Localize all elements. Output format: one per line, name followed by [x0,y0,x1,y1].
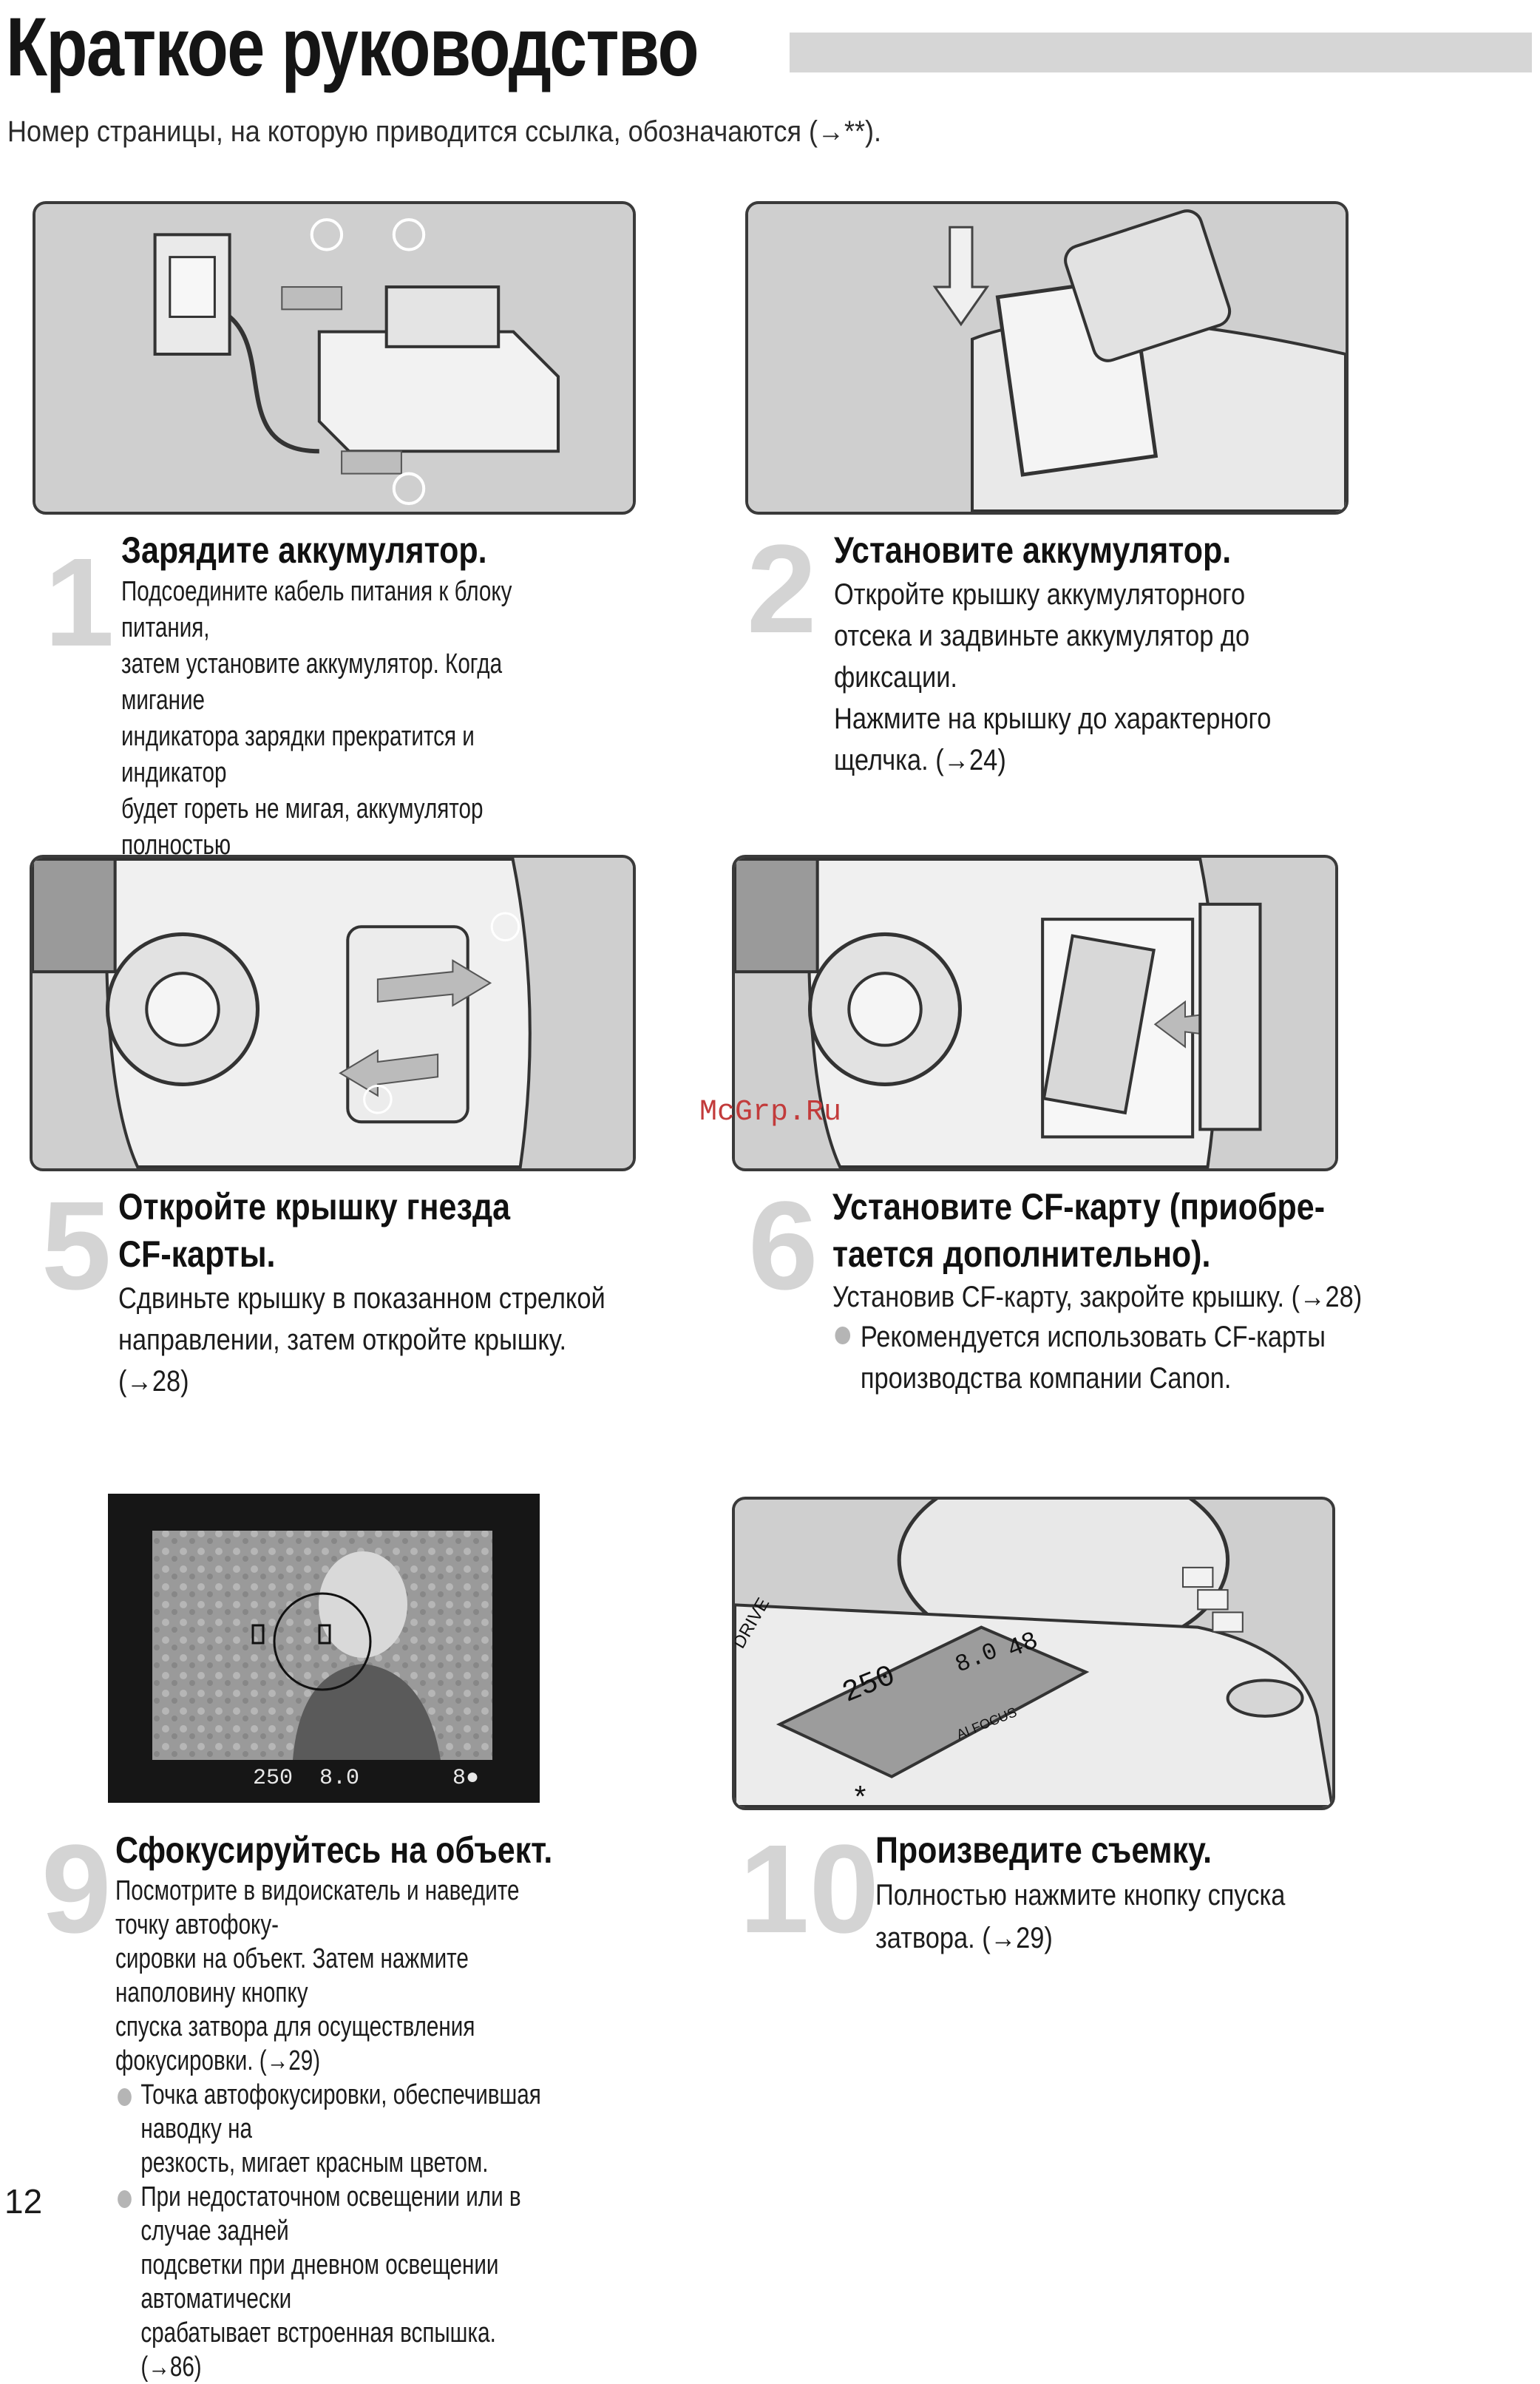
battery-insert-illustration [745,201,1349,515]
step-10-body: Полностью нажмите кнопку спуска затвора.… [875,1879,1286,1954]
step-number-6: 6 [748,1176,818,1316]
step-6-body: Установив CF-карту, закройте крышку. (→2… [832,1281,1363,1313]
watermark: McGrp.Ru [699,1096,842,1129]
shutter-button-illustration: 250 8.0 48 AI FOCUS DRIVE * [732,1497,1335,1810]
step-number-1: 1 [44,532,115,673]
cf-card-drawing [735,858,1335,1168]
step-number-9: 9 [41,1819,112,1960]
step-6: Установите CF-карту (приобре- тается доп… [832,1183,1468,1399]
step-9: Сфокусируйтесь на объект. Посмотрите в в… [115,1826,677,2384]
viewfinder-readout: 250 8.0 8● [253,1766,480,1791]
svg-text:*: * [855,1779,866,1807]
step-9-body: Посмотрите в видоискатель и наведите точ… [115,1875,520,2076]
step-1-heading: Зарядите аккумулятор. [121,529,487,571]
page-subtitle: Номер страницы, на которую приводится сс… [7,115,882,148]
viewfinder-drawing [152,1531,492,1760]
title-band [790,33,1532,72]
page-number: 12 [4,2182,43,2221]
charger-drawing [35,204,633,512]
step-5: Откройте крышку гнезда CF-карты. Сдвиньт… [118,1183,695,1402]
step-2: Установите аккумулятор. Откройте крышку … [834,526,1396,781]
step-6-heading: Установите CF-карту (приобре- тается доп… [832,1186,1326,1275]
step-5-body: Сдвиньте крышку в показанном стрелкой на… [118,1282,606,1398]
step-2-body: Откройте крышку аккумуляторного отсека и… [834,578,1272,776]
viewfinder-illustration: 250 8.0 8● [108,1494,540,1803]
battery-charger-illustration [33,201,636,515]
step-9-bullet-1: Точка автофокусировки, обеспечившая наво… [115,2078,554,2180]
page-title: Краткое руководство [6,1,699,93]
cf-cover-drawing [33,858,633,1168]
step-2-heading: Установите аккумулятор. [834,529,1232,571]
step-number-10: 10 [739,1819,880,1960]
step-9-bullet-2: При недостаточном освещении или в случае… [115,2180,554,2384]
step-number-5: 5 [41,1176,112,1316]
step-9-heading: Сфокусируйтесь на объект. [115,1829,553,1871]
battery-drawing [748,204,1346,512]
cf-card-insert-illustration [732,855,1338,1171]
shutter-drawing: 250 8.0 48 AI FOCUS DRIVE * [735,1500,1332,1807]
step-6-bullet-1: Рекомендуется использовать CF-карты прои… [832,1316,1380,1399]
step-10-heading: Произведите съемку. [875,1829,1212,1871]
step-5-heading: Откройте крышку гнезда CF-карты. [118,1186,511,1275]
cf-cover-illustration [30,855,636,1171]
step-10: Произведите съемку. Полностью нажмите кн… [875,1826,1467,1960]
step-number-2: 2 [747,519,817,660]
